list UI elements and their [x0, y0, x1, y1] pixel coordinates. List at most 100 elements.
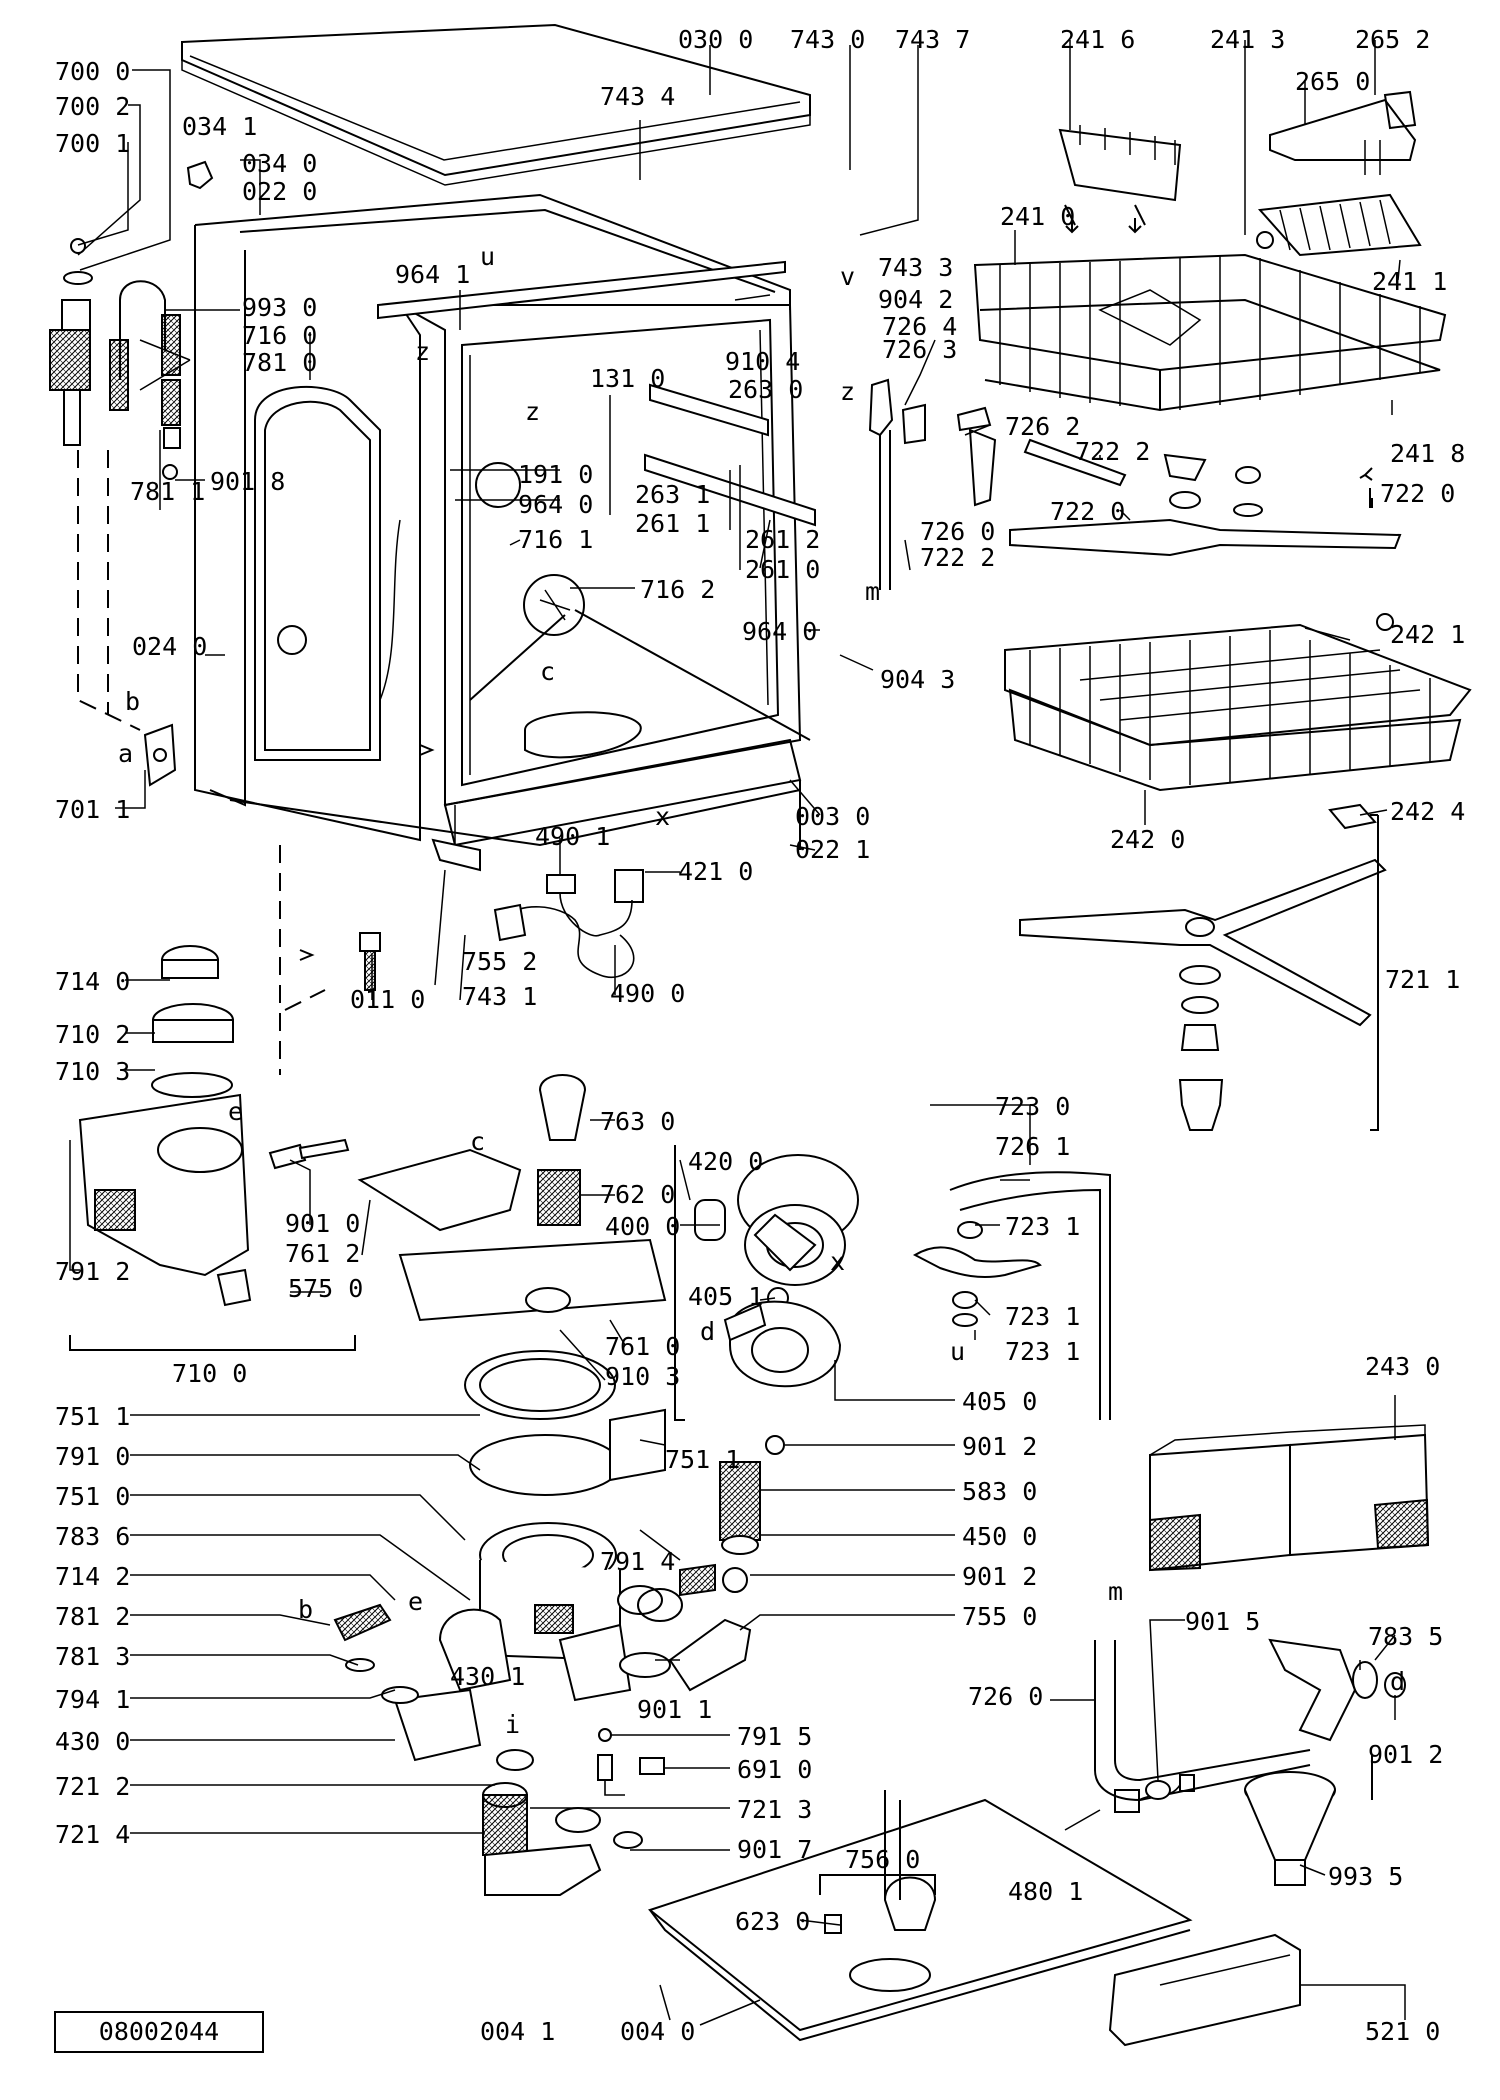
part-label: 964 0: [518, 490, 593, 519]
cabinet-frame: [194, 193, 811, 850]
drain-pump: [333, 1585, 752, 1762]
spray-nozzle: [475, 462, 521, 508]
leveling-foot: [359, 932, 381, 991]
salt-container: [78, 945, 350, 1307]
part-label: 761 0: [605, 1332, 680, 1361]
part-label: 583 0: [962, 1477, 1037, 1506]
drain-hose: [1094, 1638, 1406, 1802]
part-label: 263 0: [728, 375, 803, 404]
bracket-755-2: [431, 838, 481, 872]
part-label: 241 6: [1060, 25, 1135, 54]
part-label: 241 0: [1000, 202, 1075, 231]
parts-artwork: [49, 23, 1472, 2047]
part-label: 964 1: [395, 260, 470, 289]
part-label: 763 0: [600, 1107, 675, 1136]
ref-letter: d: [1390, 1667, 1405, 1696]
filter-holder: [523, 574, 585, 636]
part-label: 241 8: [1390, 439, 1465, 468]
part-label: 700 2: [55, 92, 130, 121]
part-label: 722 0: [1050, 497, 1125, 526]
float-switch: [597, 1728, 665, 1796]
part-label: 722 2: [920, 543, 995, 572]
part-label: 901 2: [962, 1432, 1037, 1461]
part-label: 901 8: [210, 467, 285, 496]
drawing-number-box: [54, 2011, 264, 2053]
ref-letter: c: [540, 657, 555, 686]
part-label: 721 4: [55, 1820, 130, 1849]
part-label: 751 1: [55, 1402, 130, 1431]
part-label: 743 4: [600, 82, 675, 111]
part-label: 726 0: [920, 517, 995, 546]
part-label: 261 1: [635, 509, 710, 538]
part-label: 430 0: [55, 1727, 130, 1756]
ref-letter: z: [840, 377, 855, 406]
part-label: 910 3: [605, 1362, 680, 1391]
part-label: 242 0: [1110, 825, 1185, 854]
part-label: 743 0: [790, 25, 865, 54]
ref-letter: x: [655, 802, 670, 831]
ref-letter: e: [408, 1587, 423, 1616]
basket-accessories: [1256, 90, 1422, 257]
callout-labels: 700 0 700 2 700 1 034 1 034 0 022 0 030 …: [55, 25, 1465, 2046]
drain-fitting: [482, 1749, 643, 1896]
part-label: 751 0: [55, 1482, 130, 1511]
part-label: 716 0: [242, 321, 317, 350]
part-label: 726 0: [968, 1682, 1043, 1711]
part-label: 405 0: [962, 1387, 1037, 1416]
part-label: 700 0: [55, 57, 130, 86]
drawing-number: 08002044: [99, 2017, 219, 2046]
part-label: 420 0: [688, 1147, 763, 1176]
part-label: 241 3: [1210, 25, 1285, 54]
part-label: 004 0: [620, 2017, 695, 2046]
part-label: 241 1: [1372, 267, 1447, 296]
part-label: 722 2: [1075, 437, 1150, 466]
ref-letter: z: [525, 397, 540, 426]
part-label: 421 0: [678, 857, 753, 886]
part-label: 011 0: [350, 985, 425, 1014]
part-label: 755 0: [962, 1602, 1037, 1631]
part-label: 901 5: [1185, 1607, 1260, 1636]
part-label: 691 0: [737, 1755, 812, 1784]
upper-rail: [649, 383, 769, 437]
part-label: 003 0: [795, 802, 870, 831]
part-label: 726 1: [995, 1132, 1070, 1161]
part-label: 265 0: [1295, 67, 1370, 96]
part-label: 755 2: [462, 947, 537, 976]
ref-letter: u: [480, 242, 495, 271]
ref-letter: x: [830, 1247, 845, 1276]
part-label: 901 1: [637, 1695, 712, 1724]
part-label: 701 1: [55, 795, 130, 824]
part-label: 783 5: [1368, 1622, 1443, 1651]
part-label: 405 1: [688, 1282, 763, 1311]
wash-pump-motor: [694, 1154, 859, 1388]
door-hinge-arm: [868, 378, 997, 590]
part-label: 710 0: [172, 1359, 247, 1388]
part-label: 265 2: [1355, 25, 1430, 54]
part-label: 721 1: [1385, 965, 1460, 994]
part-label: 261 0: [745, 555, 820, 584]
part-label: 024 0: [132, 632, 207, 661]
part-label: 794 1: [55, 1685, 130, 1714]
part-label: 756 0: [845, 1845, 920, 1874]
ref-letter: u: [950, 1337, 965, 1366]
part-label: 004 1: [480, 2017, 555, 2046]
part-label: 781 3: [55, 1642, 130, 1671]
lower-basket: [1004, 613, 1472, 830]
part-label: 716 2: [640, 575, 715, 604]
salt-funnel: [1244, 1771, 1336, 1886]
top-cover: [181, 23, 811, 186]
part-label: 034 0: [242, 149, 317, 178]
ref-letter: z: [415, 337, 430, 366]
part-label: 726 2: [1005, 412, 1080, 441]
ref-letter: m: [1108, 1577, 1123, 1606]
part-label: 022 0: [242, 177, 317, 206]
top-rail: [377, 260, 786, 320]
inlet-hose-assembly: [49, 238, 181, 480]
part-label: 242 1: [1390, 620, 1465, 649]
part-label: 716 1: [518, 525, 593, 554]
ref-letter: b: [125, 687, 140, 716]
part-label: 400 0: [605, 1212, 680, 1241]
upper-spray-arm: [912, 1171, 1111, 1420]
lower-spray-arm: [1019, 858, 1387, 1131]
